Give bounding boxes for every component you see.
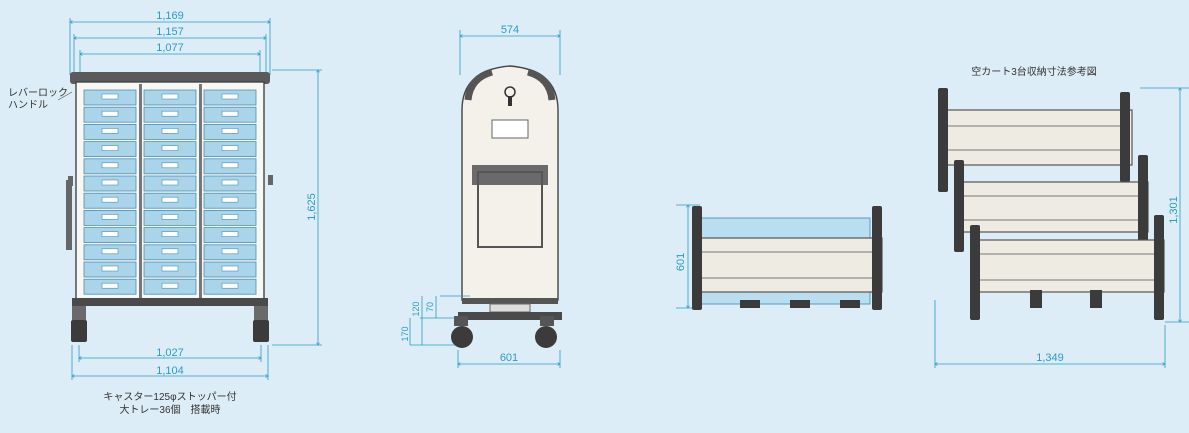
side-caster-front: [451, 326, 473, 348]
tray-handle: [221, 265, 239, 272]
tray-handle: [101, 214, 119, 220]
tray-handle: [161, 93, 179, 100]
tray-handle: [221, 93, 239, 100]
caption-line1: キャスター125φストッパー付: [103, 390, 236, 403]
dim-120: 120: [411, 301, 421, 316]
dim-70: 70: [425, 302, 435, 312]
tray-handle: [161, 110, 179, 117]
top-bar: [70, 72, 270, 84]
side-view: 574 1,625 70 120 170 601: [272, 24, 562, 368]
stack-title: 空カート3台収納寸法参考図: [971, 65, 1097, 78]
tray-handle: [161, 162, 179, 169]
tray-grid: [83, 84, 257, 298]
dim-1169: 1,169: [156, 10, 184, 22]
top-view-single: 601: [675, 205, 883, 310]
caster-left: [71, 320, 87, 342]
dim-1027: 1,027: [156, 347, 184, 359]
tray-handle: [161, 214, 179, 220]
dim-1104: 1,104: [156, 365, 184, 377]
tray-handle: [221, 145, 239, 151]
dim-601-top: 601: [675, 253, 687, 271]
dim-1077: 1,077: [156, 42, 184, 54]
base-frame: [72, 298, 268, 306]
tray-row-top: [699, 217, 871, 241]
lever-label-line2: ハンドル: [8, 100, 48, 111]
cart-top-panel: [693, 237, 883, 293]
stack-view: 空カート3台収納寸法参考図 1,301: [935, 65, 1189, 368]
stacked-cart-1: [938, 88, 1133, 192]
dim-1157: 1,157: [156, 26, 184, 38]
tray-handle: [161, 282, 179, 289]
tray-handle: [221, 231, 239, 237]
dim-1349: 1,349: [1036, 352, 1064, 364]
dim-1625: 1,625: [306, 193, 318, 221]
tray-handle: [161, 231, 179, 237]
tray-handle: [101, 128, 119, 134]
tray-handle: [101, 282, 119, 289]
tray-handle: [221, 128, 239, 134]
tray-handle: [161, 196, 179, 203]
tray-handle: [221, 196, 239, 203]
tray-handle: [161, 145, 179, 151]
tray-handle: [161, 128, 179, 134]
side-caster-rear: [535, 326, 557, 348]
front-view: 1,169 1,157 1,077 レバーロック ハンドル 1,027 1,10…: [8, 10, 273, 416]
tray-handle: [101, 145, 119, 151]
tray-handle: [101, 231, 119, 237]
tray-handle: [221, 110, 239, 117]
dim-170: 170: [400, 326, 410, 341]
dim-574: 574: [501, 24, 519, 36]
tray-handle: [221, 179, 239, 186]
tray-handle: [221, 214, 239, 220]
column-divider: [139, 84, 142, 298]
tray-handle: [161, 248, 179, 255]
tray-handle: [101, 179, 119, 186]
tray-handle: [101, 93, 119, 100]
side-handle: [477, 171, 543, 248]
stacked-cart-3: [970, 215, 1165, 320]
tray-handle: [101, 110, 119, 117]
tray-handle: [221, 162, 239, 169]
caption-line2: 大トレー36個 搭載時: [119, 403, 220, 416]
dim-1301: 1,301: [1168, 196, 1180, 224]
tray-handle: [221, 282, 239, 289]
lever-label-line1: レバーロック: [8, 87, 68, 99]
tray-handle: [161, 179, 179, 186]
dim-601-side: 601: [500, 352, 518, 364]
tray-handle: [101, 196, 119, 203]
tray-handle: [101, 162, 119, 169]
stacked-cart-2: [954, 155, 1149, 255]
tray-handle: [221, 248, 239, 255]
tray-handle: [101, 248, 119, 255]
tray-handle: [101, 265, 119, 272]
tray-handle: [161, 265, 179, 272]
column-divider: [199, 84, 202, 298]
caster-right: [253, 320, 269, 342]
